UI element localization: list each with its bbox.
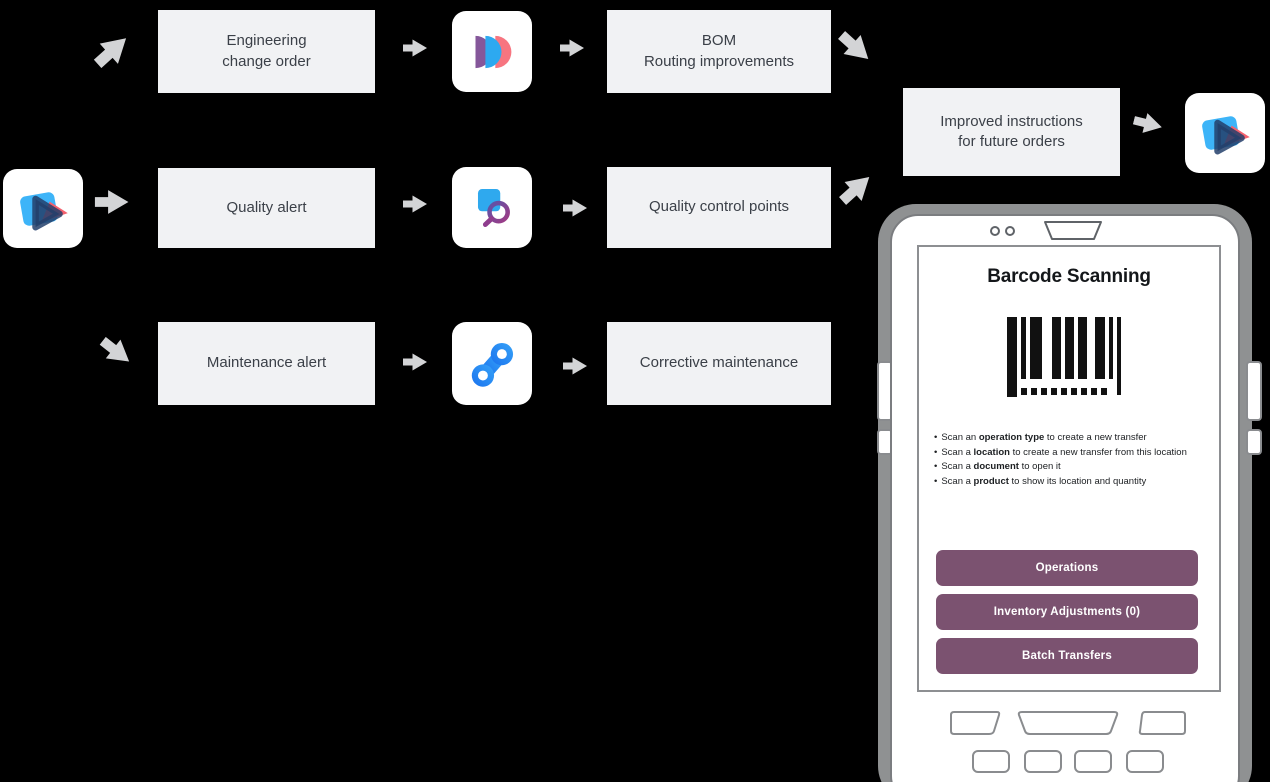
- quality-icon-art: [477, 188, 510, 227]
- manufacturing-icon-art: [1202, 116, 1250, 155]
- phone-key-small: [1126, 750, 1164, 773]
- odoo-manufacturing-app-icon: [3, 169, 83, 248]
- operations-button[interactable]: Operations: [936, 550, 1198, 586]
- phone-key-right: [1138, 711, 1186, 735]
- arrow-right-icon: [403, 194, 429, 214]
- screen-title: Barcode Scanning: [987, 266, 1151, 287]
- bom-routing-improvements-box: BOM Routing improvements: [607, 10, 831, 93]
- phone-camera-dot: [1005, 226, 1015, 236]
- batch-transfers-button[interactable]: Batch Transfers: [936, 638, 1198, 674]
- odoo-plm-app-icon: [452, 11, 532, 92]
- list-item: Scan an operation type to create a new t…: [934, 431, 1216, 446]
- list-item: Scan a product to show its location and …: [934, 475, 1216, 490]
- phone-speaker: [1044, 221, 1102, 240]
- quality-control-points-box: Quality control points: [607, 167, 831, 248]
- phone-key-left: [950, 711, 1001, 735]
- quality-alert-box: Quality alert: [158, 168, 375, 248]
- arrow-right-icon: [563, 198, 589, 218]
- phone-key-small: [972, 750, 1010, 773]
- arrow-right-icon: [95, 188, 131, 216]
- phone-key-middle: [1017, 711, 1119, 735]
- maintenance-alert-box: Maintenance alert: [158, 322, 375, 405]
- barcode-image: [1007, 317, 1121, 397]
- corrective-maintenance-box: Corrective maintenance: [607, 322, 831, 405]
- odoo-manufacturing-app-icon: [1185, 93, 1265, 173]
- odoo-maintenance-app-icon: [452, 322, 532, 405]
- list-item: Scan a location to create a new transfer…: [934, 446, 1216, 461]
- inventory-adjustments-button[interactable]: Inventory Adjustments (0): [936, 594, 1198, 630]
- arrow-up-right-icon: [87, 24, 139, 76]
- arrow-right-icon: [563, 356, 589, 376]
- arrow-right-icon: [1131, 109, 1167, 140]
- plm-icon-art: [475, 35, 512, 68]
- arrow-right-icon: [403, 352, 429, 372]
- arrow-down-right-icon: [831, 24, 880, 72]
- phone-key-small: [1024, 750, 1062, 773]
- arrow-right-icon: [560, 38, 586, 58]
- engineering-change-order-box: Engineering change order: [158, 10, 375, 93]
- arrow-down-right-icon: [94, 330, 140, 374]
- phone-camera-dot: [990, 226, 1000, 236]
- manufacturing-icon-art: [20, 191, 68, 230]
- arrow-right-icon: [403, 38, 429, 58]
- odoo-quality-app-icon: [452, 167, 532, 248]
- phone-key-small: [1074, 750, 1112, 773]
- list-item: Scan a document to open it: [934, 460, 1216, 475]
- phone-side-button: [1246, 361, 1262, 421]
- maintenance-icon-art: [471, 342, 514, 387]
- arrow-up-right-icon: [832, 164, 881, 212]
- improved-instructions-box: Improved instructions for future orders: [903, 88, 1120, 176]
- scan-instructions-list: Scan an operation type to create a new t…: [934, 431, 1216, 489]
- phone-side-button: [1246, 429, 1262, 455]
